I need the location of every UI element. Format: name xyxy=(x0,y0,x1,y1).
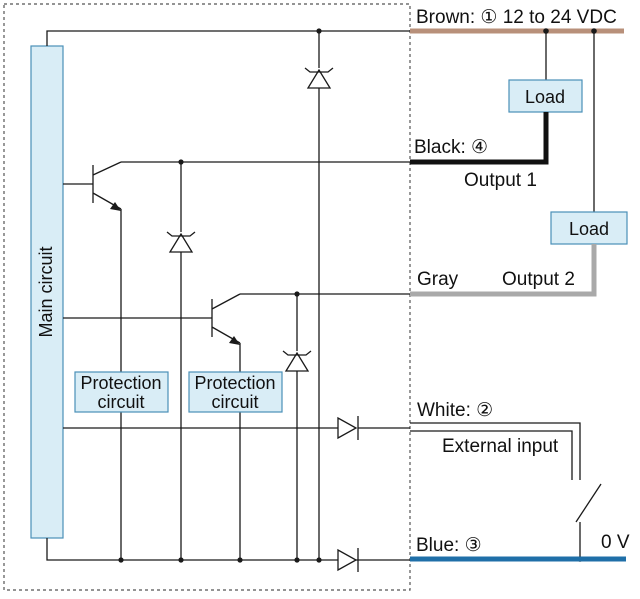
gray-wire-label: Gray xyxy=(417,269,459,290)
junction-dot xyxy=(294,557,300,563)
blue-wire-label: Blue: ③ xyxy=(416,535,482,556)
external-input-diode xyxy=(337,416,359,440)
white-wire xyxy=(410,422,581,480)
load2-box xyxy=(550,211,628,245)
junction-dot xyxy=(316,28,322,34)
ground-diode xyxy=(337,548,359,572)
transistor1 xyxy=(92,161,122,210)
internal-supply-bus xyxy=(46,30,410,46)
transistor1-arrow xyxy=(110,202,121,211)
junction-dot xyxy=(118,557,124,563)
internal-ground-bus xyxy=(46,538,410,561)
external-input-switch xyxy=(575,483,602,523)
junction-dot xyxy=(237,557,243,563)
junction-dot xyxy=(316,557,322,563)
load1-label: Load xyxy=(525,87,565,107)
load2-label: Load xyxy=(569,219,609,239)
transistor2 xyxy=(211,293,241,344)
protection-circuit-2-line1: Protection xyxy=(194,373,275,393)
transistor2-arrow xyxy=(229,336,240,345)
junction-dot xyxy=(178,557,184,563)
protection-circuit-1-line1: Protection xyxy=(80,373,161,393)
brown-wire-label: Brown: ① 12 to 24 VDC xyxy=(416,7,617,28)
main-circuit-box xyxy=(30,45,64,539)
white-wire-outer xyxy=(410,430,573,480)
zero-volt-label: 0 V xyxy=(601,532,630,553)
protection-circuit-1-line2: circuit xyxy=(97,392,144,412)
gray-wire xyxy=(410,244,597,297)
external-input-label: External input xyxy=(442,436,559,457)
protection-circuit-box-1 xyxy=(74,371,169,413)
black-wire xyxy=(410,112,549,165)
white-wire-label: White: ② xyxy=(417,400,493,421)
output1-label: Output 1 xyxy=(464,170,537,191)
output2-label: Output 2 xyxy=(502,269,575,290)
output1-zener-diode xyxy=(166,231,196,253)
black-wire-label: Black: ④ xyxy=(414,137,488,158)
enclosure-dashed-border xyxy=(3,3,411,591)
output2-zener-diode xyxy=(282,350,312,372)
protection-circuit-2-line2: circuit xyxy=(211,392,258,412)
main-circuit-label: Main circuit xyxy=(36,246,56,337)
protection-circuit-box-2 xyxy=(188,371,283,413)
supply-zener-diode xyxy=(304,67,334,89)
